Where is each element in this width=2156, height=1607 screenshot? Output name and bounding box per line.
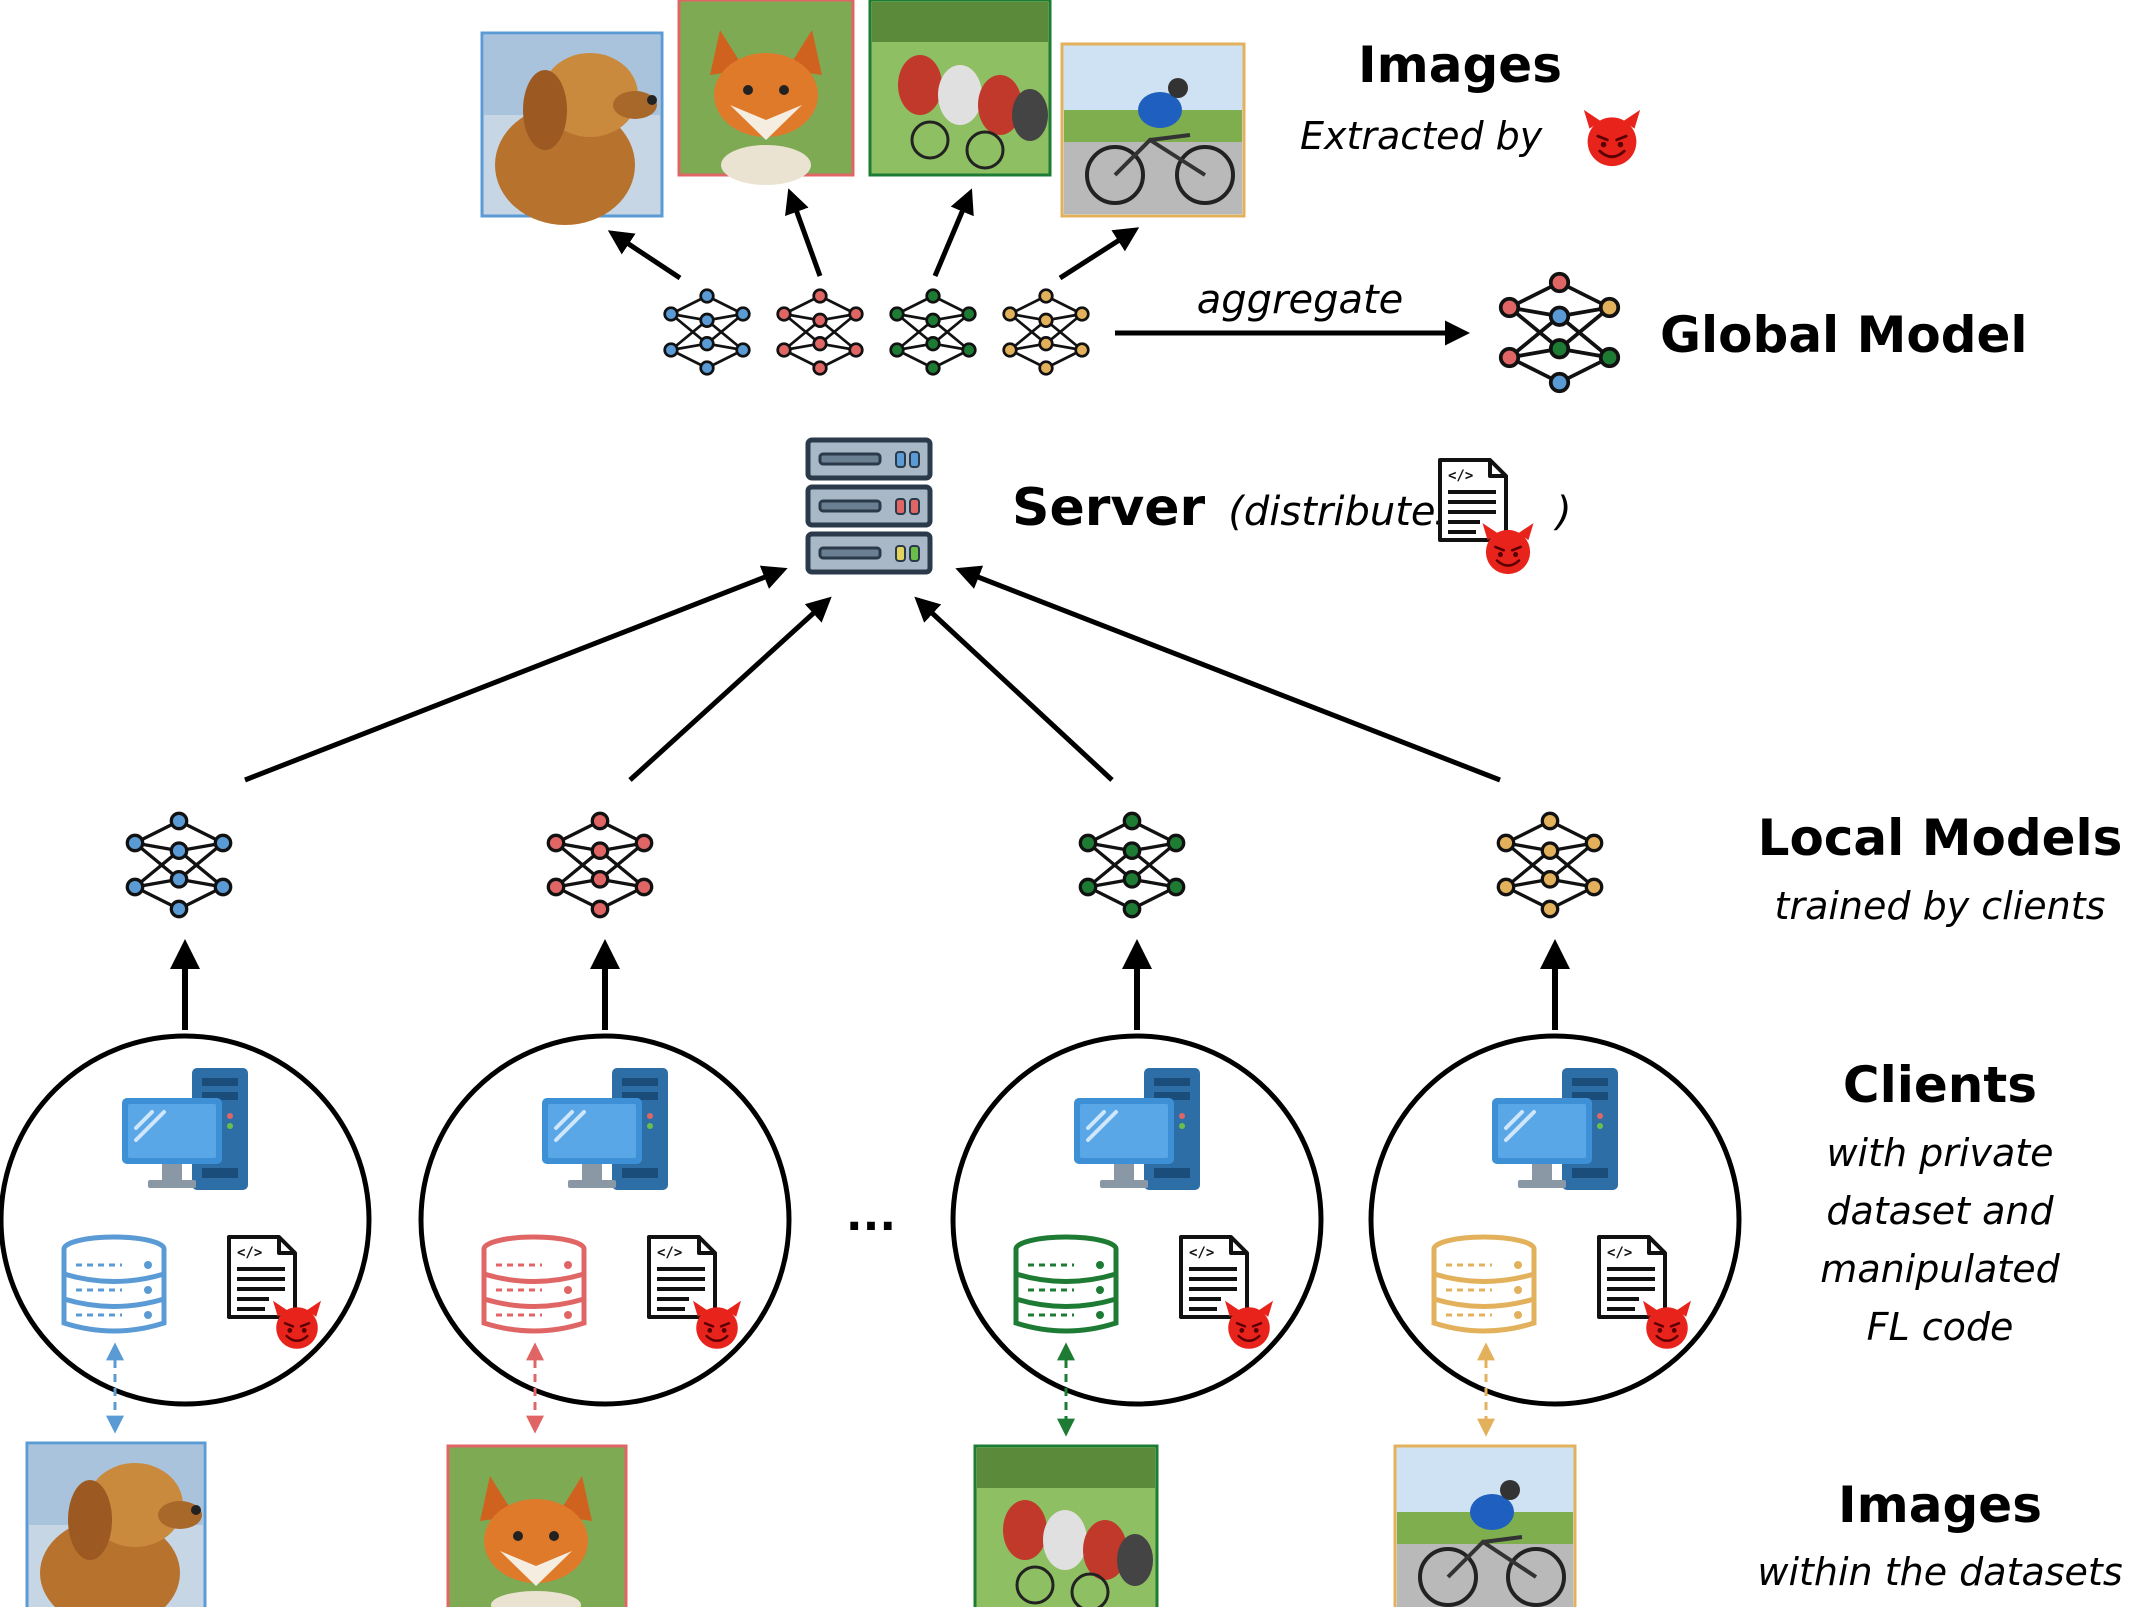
devil-icon: [1582, 108, 1642, 168]
code-document-icon: [1438, 458, 1508, 542]
global-model-title: Global Model: [1660, 306, 2028, 364]
clients-subtitle-line-3: manipulated: [1820, 1247, 2060, 1291]
database-icon: [1431, 1234, 1537, 1334]
upload-arrows: [244, 565, 1501, 783]
local-models-title: Local Models: [1757, 809, 2123, 867]
database-icon: [1013, 1234, 1119, 1334]
top-image-fox: [677, 0, 855, 185]
devil-icon: [1481, 521, 1535, 576]
code-document-icon: [1179, 1235, 1249, 1319]
bottom-image-cyclists: [973, 1444, 1159, 1607]
local-models-subtitle: trained by clients: [1774, 884, 2106, 928]
top-image-cyclist: [1060, 42, 1246, 218]
train-arrows: [170, 939, 1570, 1030]
code-document-icon: [1597, 1235, 1667, 1319]
bottom-images-title: Images: [1838, 1476, 2042, 1534]
top-images-subtitle: Extracted by: [1300, 108, 1640, 164]
client-green: [950, 1033, 1324, 1407]
server-paren-close: ): [1553, 489, 1572, 535]
clients-row: ...: [0, 1033, 1742, 1407]
client-blue: [0, 1033, 372, 1407]
aggregate-label: aggregate: [1197, 277, 1404, 323]
local-model-gold: [1496, 811, 1604, 919]
bottom-image-cyclist: [1393, 1444, 1577, 1607]
neural-network-icon: [889, 288, 977, 376]
database-icon: [61, 1234, 167, 1334]
code-document-icon: [647, 1235, 717, 1319]
clients-subtitle-line-2: dataset and: [1826, 1189, 2054, 1233]
extract-arrows: [607, 188, 1140, 281]
top-image-cyclists: [868, 0, 1052, 177]
client-red: [418, 1033, 792, 1407]
clients-subtitle-line-4: FL code: [1866, 1305, 2014, 1349]
clients-subtitle-line-1: with private: [1826, 1131, 2054, 1175]
dataset-image-links: [106, 1342, 1495, 1437]
server-label: Server (distributes: [1012, 478, 1456, 538]
bottom-images-subtitle: within the datasets: [1757, 1550, 2123, 1594]
neural-network-icon: [1002, 288, 1090, 376]
local-model-blue: [125, 811, 233, 919]
server-icon: [808, 440, 930, 572]
local-model-green: [1078, 811, 1186, 919]
clients-ellipsis: ...: [846, 1190, 896, 1241]
code-document-icon: [227, 1235, 297, 1319]
local-model-red: [546, 811, 654, 919]
top-images-title: Images: [1358, 36, 1562, 94]
client-updates-row: [663, 288, 1090, 376]
top-images: [480, 0, 1246, 225]
database-icon: [481, 1234, 587, 1334]
client-gold: [1368, 1033, 1742, 1407]
local-models-row: [125, 811, 1604, 919]
top-images-subtitle-text: Extracted by: [1300, 114, 1543, 158]
neural-network-icon: [776, 288, 864, 376]
bottom-images: [25, 1441, 1577, 1607]
neural-network-icon: [663, 288, 751, 376]
bottom-image-fox: [446, 1444, 628, 1607]
clients-title: Clients: [1842, 1056, 2038, 1114]
global-model-icon: [1498, 271, 1621, 394]
top-image-dog: [480, 31, 664, 225]
bottom-image-dog: [25, 1441, 207, 1607]
